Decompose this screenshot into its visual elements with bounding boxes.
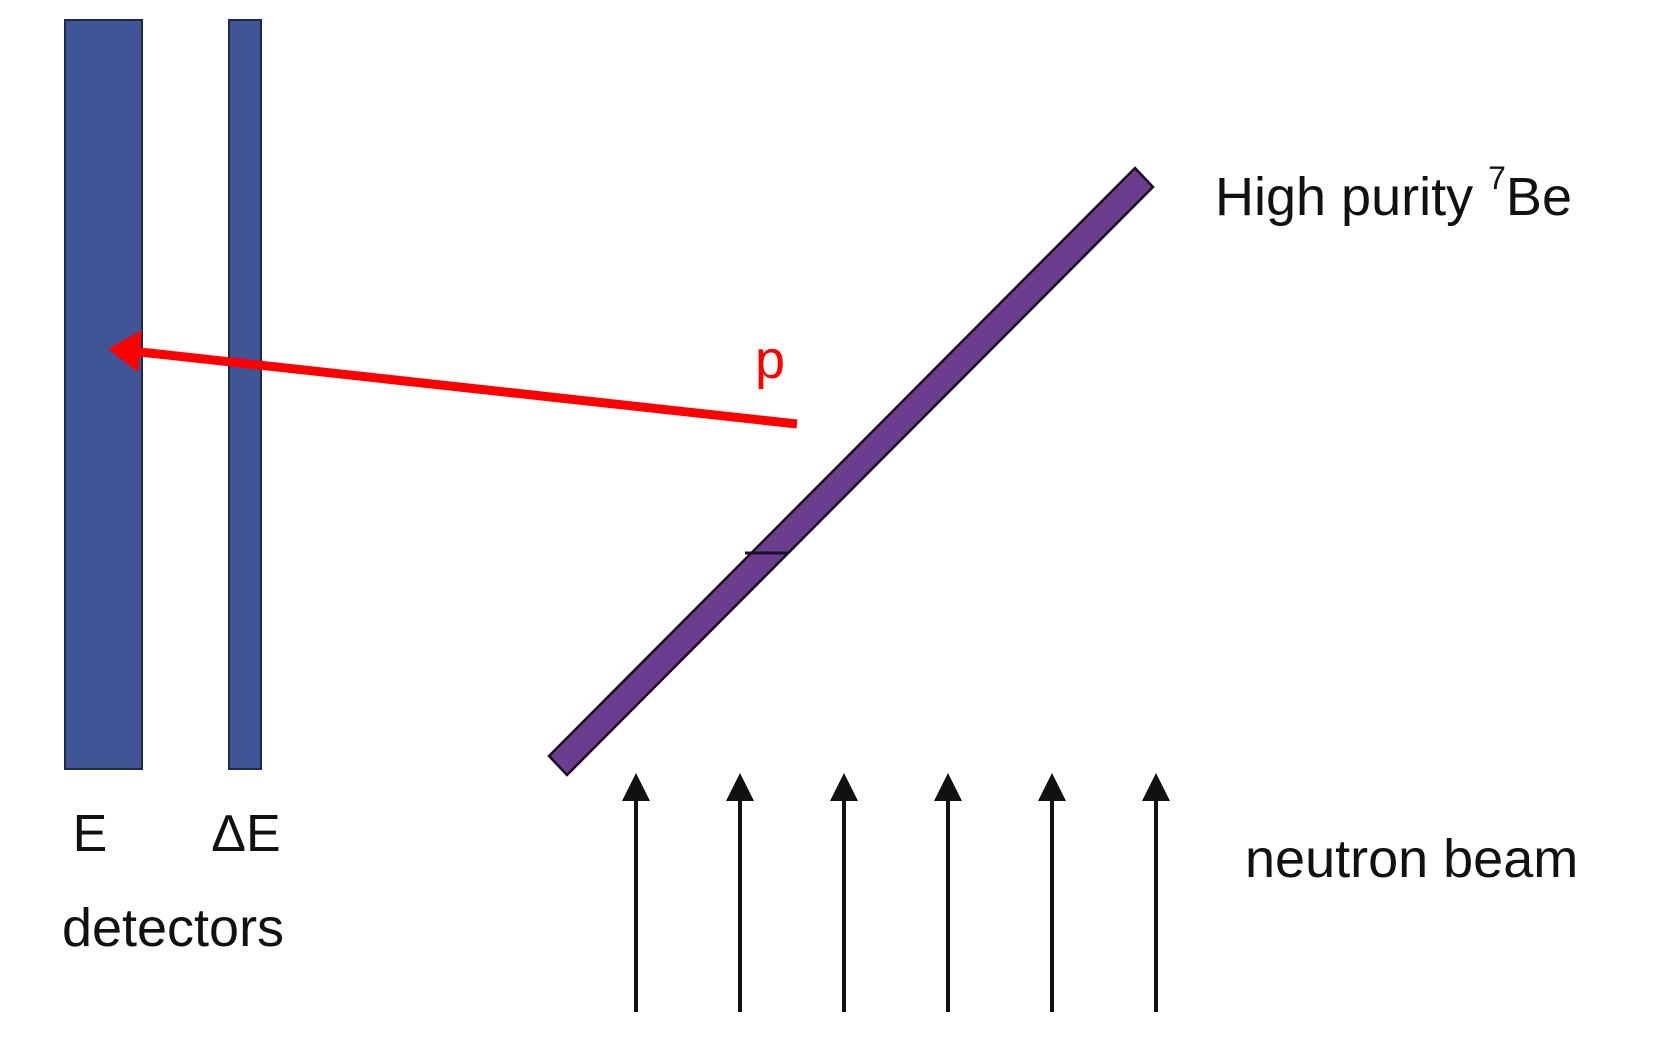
beam-label: neutron beam xyxy=(1245,829,1578,889)
proton-track-line xyxy=(139,347,798,429)
arrow-left-icon xyxy=(108,330,142,372)
neutron-beam-arrows xyxy=(622,773,1170,1012)
target-element: Be xyxy=(1506,167,1572,227)
arrow-up-icon xyxy=(1142,773,1170,1012)
target-label: High purity 7Be xyxy=(1215,160,1572,227)
proton-label: p xyxy=(755,330,785,390)
delta-e-detector xyxy=(228,19,262,770)
arrow-up-icon xyxy=(726,773,754,1012)
proton-track xyxy=(108,330,798,429)
arrow-up-icon xyxy=(1038,773,1066,1012)
beam-arrow-head xyxy=(934,773,962,801)
target-mass-number: 7 xyxy=(1488,160,1506,196)
arrow-up-icon xyxy=(830,773,858,1012)
arrow-up-icon xyxy=(934,773,962,1012)
e-detector xyxy=(64,19,143,770)
detectors-label: detectors xyxy=(62,898,284,958)
arrow-up-icon xyxy=(622,773,650,1012)
beam-arrow-head xyxy=(726,773,754,801)
detector-delta-e-label: ΔE xyxy=(211,805,280,863)
beam-arrow-head xyxy=(830,773,858,801)
beam-arrow-head xyxy=(1038,773,1066,801)
beam-arrow-head xyxy=(1142,773,1170,801)
beam-arrow-head xyxy=(622,773,650,801)
target-label-prefix: High purity xyxy=(1215,167,1488,227)
detector-e-label: E xyxy=(73,805,108,863)
be7-target xyxy=(547,166,1155,777)
